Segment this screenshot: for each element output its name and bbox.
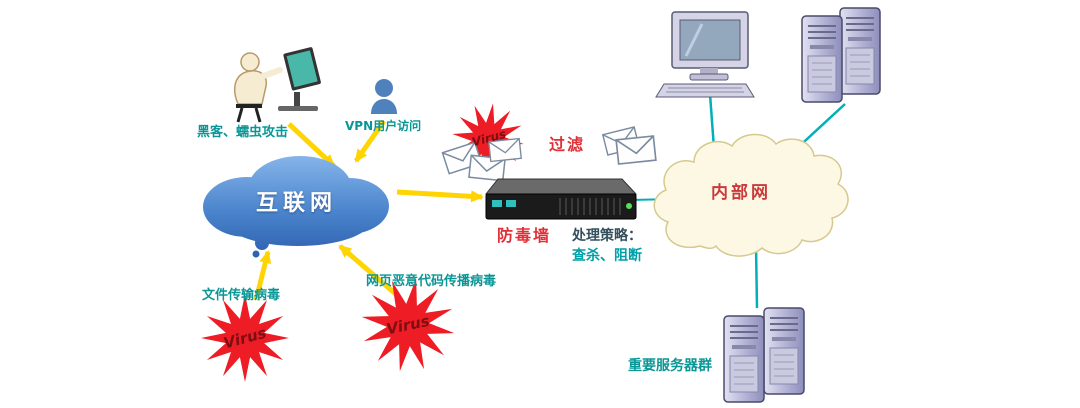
tower-back <box>763 307 805 395</box>
vpn-user-body <box>371 99 397 114</box>
desktop-computer-icon <box>655 11 755 98</box>
server-tower-icon <box>801 7 881 103</box>
arrow-filevirus-to-internet <box>253 250 272 301</box>
crt-screen <box>679 19 741 61</box>
firewall-port <box>492 200 502 207</box>
vpn-user-label: VPN用户访问 <box>345 119 422 133</box>
server-group-label: 重要服务器群 <box>628 358 712 374</box>
firewall-grille <box>559 198 621 215</box>
tower-front <box>801 15 843 103</box>
policy-title-label: 处理策略： <box>572 228 642 244</box>
firewall-top <box>484 178 638 195</box>
crt-glare <box>684 23 704 57</box>
arrow-webvirus-to-internet <box>338 244 400 298</box>
internet-label: 互联网 <box>256 191 338 216</box>
server-group-icon <box>723 307 805 403</box>
hacker-label: 黑客、蠕虫攻击 <box>197 125 289 140</box>
mail-filter-label: 过滤 <box>549 135 586 154</box>
firewall-port <box>506 200 516 207</box>
attack-arrows <box>253 119 484 301</box>
internet-cloud <box>203 156 389 258</box>
stool-legs <box>236 107 262 123</box>
link-intranet-to-servergroup <box>754 245 759 309</box>
hacker-arm <box>255 67 283 81</box>
keyboard-keys <box>666 87 744 93</box>
cloud-lobe <box>226 196 370 246</box>
web-virus-label: 网页恶意代码传播病毒 <box>366 274 497 289</box>
firewall-label: 防毒墙 <box>497 226 552 245</box>
crt-base <box>689 73 729 81</box>
hacker-head <box>240 52 260 72</box>
envelope-icon <box>615 135 657 165</box>
firewall-led <box>626 203 632 209</box>
tower-front <box>723 315 765 403</box>
hacker-icon <box>233 47 321 123</box>
intranet-label: 内部网 <box>711 183 771 203</box>
intranet-cloud <box>653 133 849 257</box>
monitor-screen <box>286 50 318 88</box>
stool-seat <box>236 104 262 108</box>
keyboard <box>655 83 755 98</box>
tower-back <box>839 7 881 95</box>
file-virus-label: 文件传输病毒 <box>202 288 281 303</box>
policy-actions-label: 查杀、阻断 <box>572 248 642 264</box>
vpn-user-head <box>375 79 393 97</box>
arrow-vpn-to-internet <box>353 119 387 163</box>
vpn-user-icon <box>371 79 397 114</box>
monitor-stand <box>294 92 300 108</box>
cloud-tail-drop <box>255 236 269 250</box>
crt-neck <box>700 68 718 74</box>
cloud-tail-drop <box>252 250 260 258</box>
arrow-internet-to-firewall <box>396 189 484 203</box>
firewall-appliance-icon <box>484 178 638 220</box>
arrow-hacker-to-internet <box>287 122 336 168</box>
desk <box>278 106 318 111</box>
